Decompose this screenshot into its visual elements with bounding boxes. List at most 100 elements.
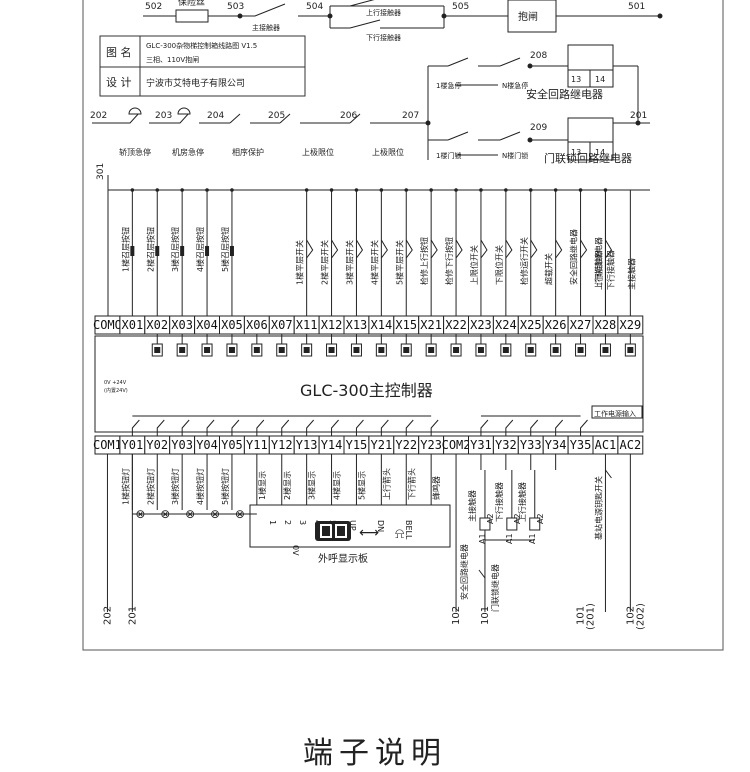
node-505: 505 — [452, 2, 469, 12]
display-board-outline — [249, 504, 451, 548]
button-lamp-label: 5楼按钮灯 — [220, 468, 230, 505]
coil-label: 下行接触器 — [494, 482, 504, 522]
output-terminal-label: Y12 — [271, 438, 293, 452]
car-top-estop-label: 轿顶急停 — [119, 147, 151, 157]
display-pin-up: UP — [348, 520, 357, 531]
output-relay-contact — [156, 419, 165, 438]
chain-node-206: 206 — [340, 111, 357, 121]
call-button-icon — [130, 246, 135, 256]
key-switch-label: 基站电源钥匙开关 — [593, 476, 603, 540]
output-relay-contact — [405, 419, 414, 438]
bottom-node-right-101: 101 — [576, 606, 587, 625]
input-led-core — [477, 347, 484, 353]
door-relay-label: 门联锁回路继电器 — [544, 151, 632, 165]
display-output-label: 5楼显示 — [356, 471, 366, 500]
output-relay-contact — [231, 419, 240, 438]
input-led-core — [403, 347, 410, 353]
output-relay-contact — [380, 419, 389, 438]
up-contactor-contact-label: 上行接触器 — [366, 8, 401, 17]
output-relay-contact — [530, 419, 539, 438]
output-terminal-label: Y04 — [196, 438, 218, 452]
drawing-name-label: 图 名 — [106, 45, 132, 59]
button-lamp-label: 2楼按钮灯 — [145, 468, 155, 505]
designer-value: 宁波市艾特电子有限公司 — [146, 77, 245, 89]
main-controller: GLC-300主控制器 0V +24V (内置24V) 工作电源输入 — [94, 334, 644, 438]
input-terminal-label: X26 — [545, 318, 567, 332]
output-terminal-label: Y23 — [420, 438, 442, 452]
coil-pin-a1: A1 — [478, 533, 487, 544]
input-junction — [205, 188, 209, 192]
power-input-label: 工作电源输入 — [594, 409, 636, 418]
display-output-label: 4楼显示 — [332, 471, 342, 500]
input-terminal-label: X15 — [395, 318, 417, 332]
output-terminal-label: Y34 — [545, 438, 567, 452]
bottom-node-right-102-sub: (202) — [635, 603, 646, 630]
node-502: 502 — [145, 2, 162, 12]
feed-contact — [478, 569, 486, 579]
output-relay-contact — [430, 419, 439, 438]
input-led-core — [253, 347, 260, 353]
input-terminal-label: X29 — [620, 318, 642, 332]
chain-node-207: 207 — [402, 111, 419, 121]
input-device-label: 2楼平层开关 — [320, 240, 330, 285]
output-relay-contact — [206, 419, 215, 438]
input-terminal-label: X06 — [246, 318, 268, 332]
input-device-label: 2楼召层按钮 — [145, 227, 155, 272]
output-terminal-label: Y03 — [171, 438, 193, 452]
input-led-core — [577, 347, 584, 353]
input-junction — [354, 188, 359, 192]
controller-body — [94, 335, 644, 433]
input-terminal-label: X28 — [595, 318, 617, 332]
switch-contact-icon — [380, 239, 388, 259]
input-terminal-label: X21 — [420, 318, 442, 332]
node-503: 503 — [227, 2, 244, 12]
controller-title: GLC-300主控制器 — [300, 381, 433, 400]
switch-contact-icon — [605, 239, 613, 259]
aux-input-label-main: 主接触器 — [626, 258, 636, 290]
input-device-label: 5楼召层按钮 — [220, 227, 230, 272]
upper-limit-label-2: 上极限位 — [372, 147, 404, 157]
coil-feed-safety: 安全回路继电器 — [459, 544, 469, 600]
output-terminal-label: Y33 — [520, 438, 542, 452]
input-junction — [155, 188, 160, 192]
direction-arrows-icon: ⟷ — [359, 525, 379, 541]
door-relay-pin-14: 14 — [595, 148, 605, 157]
display-pin-bell: BELL — [404, 520, 413, 540]
switch-contact-icon — [505, 239, 513, 259]
chain-node-204: 204 — [207, 111, 224, 121]
display-pin-dn: DN — [376, 520, 385, 532]
output-terminal-label: AC1 — [595, 438, 617, 452]
coil-pin-a2: A2 — [486, 513, 495, 524]
output-relay-contact — [181, 419, 190, 438]
door-relay-pin-13: 13 — [571, 148, 581, 157]
safety-relay-pin-14: 14 — [595, 75, 605, 84]
switch-contact-icon — [405, 239, 413, 259]
supply-note-2: (内置24V) — [104, 387, 128, 394]
main-contactor-contact-label: 主接触器 — [252, 23, 280, 32]
input-junction — [429, 188, 433, 192]
safety-node-208: 208 — [530, 51, 547, 61]
output-terminal-label: Y14 — [321, 438, 343, 452]
display-pin-0v: 0V — [291, 545, 300, 556]
aux-input-label-up: 上行接触器 — [593, 250, 603, 290]
input-led-core — [328, 347, 335, 353]
fuse-label: 保险丝 — [178, 0, 205, 8]
first-floor-doorlock-label: 1楼门锁 — [436, 151, 461, 160]
input-led-core — [204, 347, 211, 353]
node-501: 501 — [628, 2, 645, 12]
nth-floor-estop-label: N楼急停 — [502, 81, 528, 90]
designer-label: 设 计 — [106, 76, 132, 89]
input-terminal-label: X03 — [171, 318, 193, 332]
input-led-core — [378, 347, 385, 353]
input-junction — [454, 188, 458, 192]
output-relay-row — [131, 415, 588, 438]
safety-relay-branch — [427, 44, 639, 123]
input-terminal-label: X14 — [371, 318, 393, 332]
display-pin-2: 2 — [283, 520, 292, 525]
safety-relay-pin-13: 13 — [571, 75, 581, 84]
output-terminal-label: COM1 — [93, 438, 122, 452]
input-led-core — [428, 347, 435, 353]
chain-node-202: 202 — [90, 111, 107, 121]
